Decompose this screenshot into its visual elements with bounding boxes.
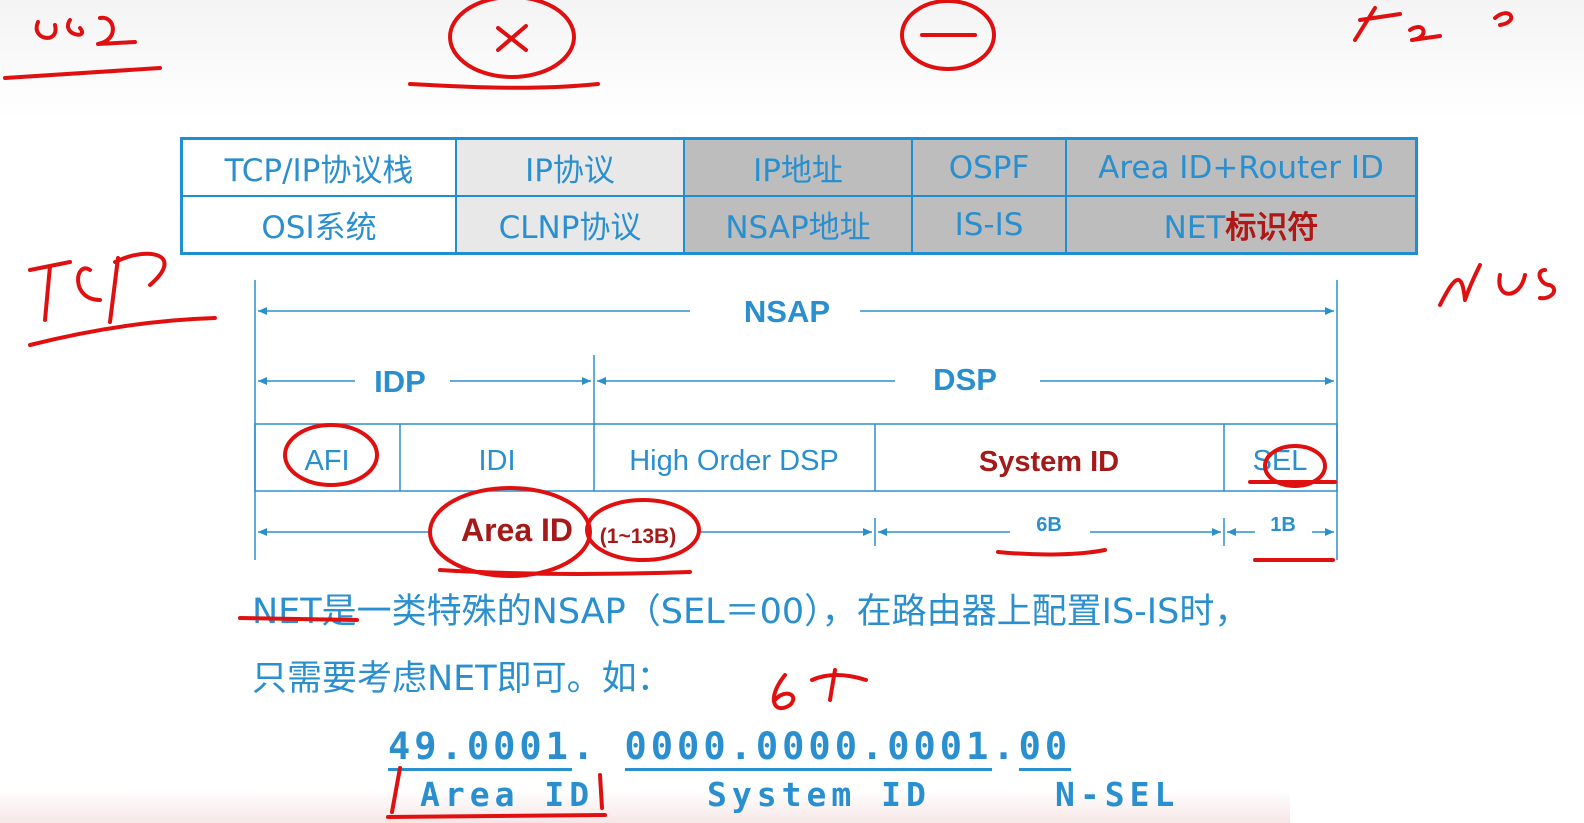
example-system-id-label: System ID bbox=[707, 775, 931, 814]
table-cell: IP协议 bbox=[455, 137, 685, 197]
example-area-id-label: Area ID bbox=[420, 775, 595, 814]
table-cell: Area ID+Router ID bbox=[1065, 137, 1418, 197]
example-dot: . bbox=[992, 725, 1019, 768]
table-cell: CLNP协议 bbox=[455, 195, 685, 255]
system-id-size-label: 6B bbox=[1036, 514, 1062, 536]
top-band bbox=[0, 0, 1584, 120]
afi-field: AFI bbox=[304, 445, 349, 477]
nsap-label: NSAP bbox=[744, 294, 830, 329]
table-cell: NSAP地址 bbox=[683, 195, 913, 255]
identifier-text: 标识符 bbox=[1225, 210, 1319, 246]
example-net-address: 49.0001. 0000.0000.0001.00 bbox=[388, 725, 1072, 771]
table-cell: IP地址 bbox=[683, 137, 913, 197]
description-line-1: NET是一类特殊的NSAP（SEL＝00），在路由器上配置IS-IS时， bbox=[252, 592, 1250, 632]
table-cell: TCP/IP协议栈 bbox=[180, 137, 457, 197]
example-nsel: 00 bbox=[1018, 725, 1072, 771]
idp-label: IDP bbox=[374, 364, 426, 399]
description-line-2: 只需要考虑NET即可。如： bbox=[252, 659, 672, 699]
protocol-comparison-table: TCP/IP协议栈 IP协议 IP地址 OSPF Area ID+Router … bbox=[180, 137, 1418, 255]
sel-size-label: 1B bbox=[1270, 514, 1296, 536]
example-nsel-label: N-SEL bbox=[1055, 775, 1180, 814]
table-cell: OSPF bbox=[911, 137, 1067, 197]
table-cell: IS-IS bbox=[911, 195, 1067, 255]
example-system-id: 0000.0000.0001 bbox=[624, 725, 993, 771]
area-size-label: (1~13B) bbox=[600, 525, 676, 548]
table-row: TCP/IP协议栈 IP协议 IP地址 OSPF Area ID+Router … bbox=[180, 137, 1418, 197]
bottom-band bbox=[0, 790, 1290, 823]
high-order-dsp-field: High Order DSP bbox=[629, 445, 839, 477]
system-id-field: System ID bbox=[979, 446, 1119, 478]
table-cell: OSI系统 bbox=[180, 195, 457, 255]
example-dot: . bbox=[571, 725, 599, 768]
table-row: OSI系统 CLNP协议 NSAP地址 IS-IS NET标识符 bbox=[180, 195, 1418, 255]
idi-field: IDI bbox=[478, 445, 515, 477]
net-text: NET bbox=[1163, 210, 1226, 246]
table-cell: NET标识符 bbox=[1065, 195, 1418, 255]
dsp-label: DSP bbox=[933, 362, 997, 397]
area-id-label: Area ID bbox=[461, 512, 573, 548]
example-area-id: 49.0001 bbox=[388, 725, 572, 771]
